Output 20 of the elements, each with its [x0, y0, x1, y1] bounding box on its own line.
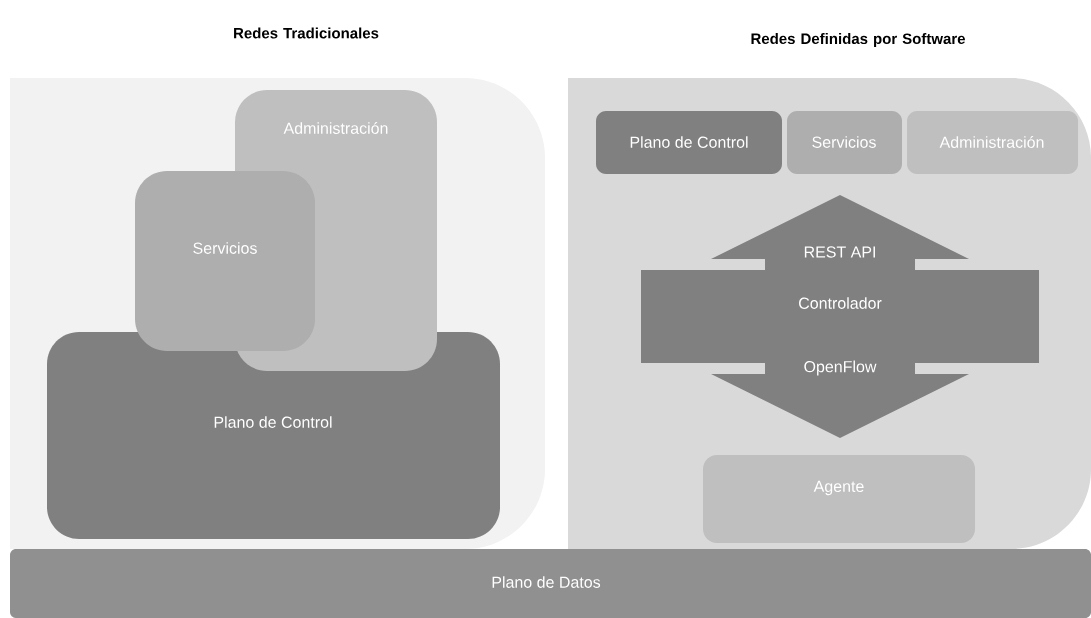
box-label: Plano de Datos [492, 576, 601, 588]
rounded-box [135, 171, 315, 351]
panel-heading: Redes Tradicionales [234, 27, 379, 39]
rounded-box [907, 111, 1078, 174]
rounded-box [596, 111, 782, 174]
rounded-box [787, 111, 902, 174]
bar [10, 549, 1091, 618]
double-arrow-shape [641, 195, 1039, 438]
box-label: Servicios [193, 242, 257, 254]
box-label: Administración [939, 136, 1044, 148]
box-label: Plano de Control [630, 136, 748, 148]
box-label: Controlador [799, 297, 882, 309]
box-label: Agente [813, 480, 864, 496]
box-label: Administración [283, 122, 388, 134]
panel-heading: Redes Definidas por Software [751, 33, 965, 47]
box-label: OpenFlow [804, 360, 877, 376]
box-label: Plano de Control [214, 416, 332, 428]
box-label: Servicios [812, 136, 876, 148]
box-label: REST API [804, 246, 875, 258]
rounded-box [703, 455, 975, 543]
